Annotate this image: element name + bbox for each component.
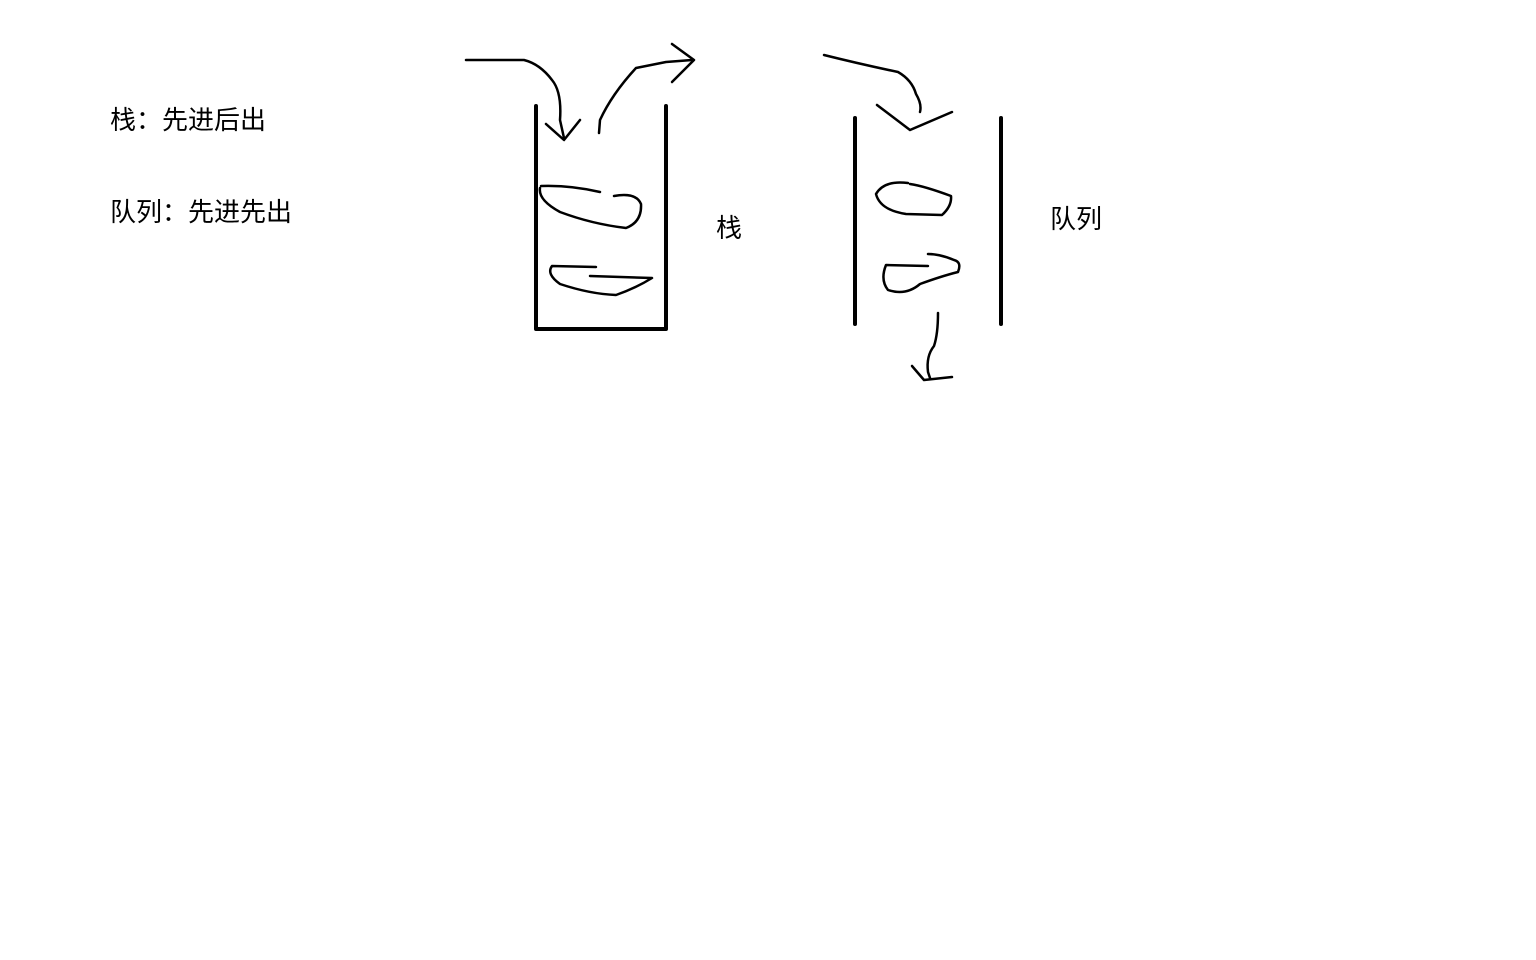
stack-pop-arrow [597, 58, 694, 135]
stack-definition: 栈：先进后出 [110, 106, 267, 136]
queue-enqueue-arrow [822, 53, 922, 114]
stack-item-top [538, 184, 643, 230]
queue-item-top [874, 181, 953, 217]
stack-container [534, 104, 668, 331]
stack-push-arrowhead [544, 118, 582, 142]
queue-dequeue-arrow [926, 311, 940, 380]
queue-diagram [822, 53, 1003, 382]
stack-pop-arrowhead [670, 42, 696, 84]
stack-label: 栈 [716, 214, 743, 244]
stack-push-arrow [464, 58, 566, 140]
stack-item-bottom [549, 264, 654, 297]
queue-dequeue-arrowhead [910, 364, 954, 382]
queue-label: 队列 [1050, 205, 1103, 235]
queue-item-bottom [882, 252, 961, 294]
stack-diagram [464, 42, 696, 331]
queue-enqueue-arrowhead [875, 103, 954, 132]
queue-definition: 队列：先进先出 [110, 198, 293, 228]
